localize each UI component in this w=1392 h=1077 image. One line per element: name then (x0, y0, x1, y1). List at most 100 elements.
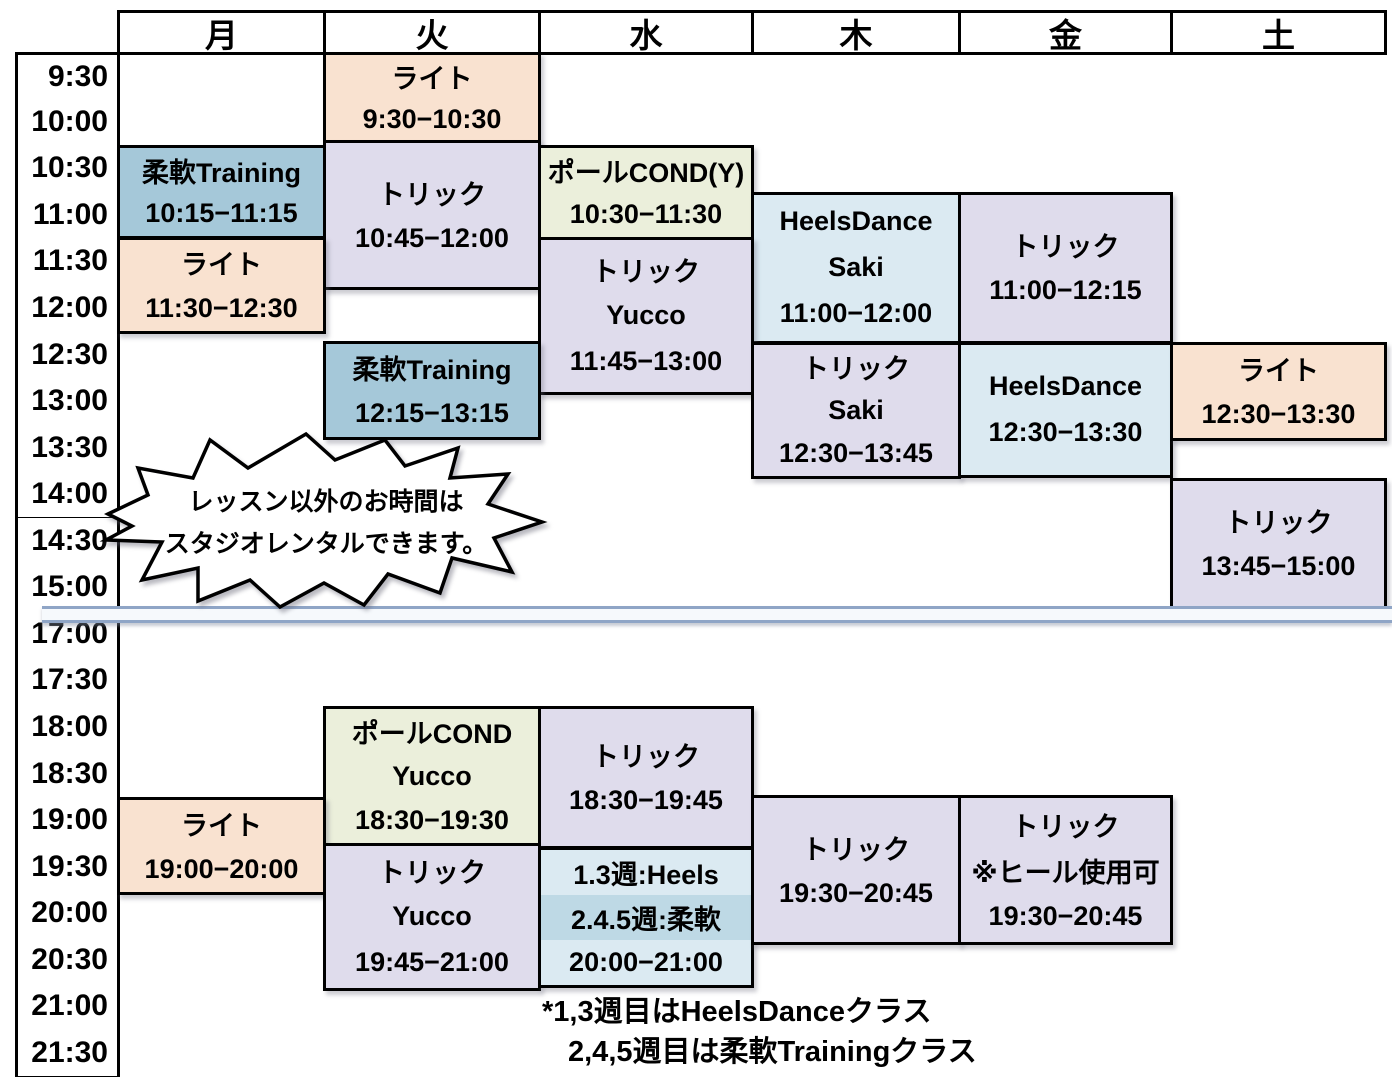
class-block: ライト 12:30−13:30 (1170, 342, 1387, 442)
class-block: ポールCOND(Y) 10:30−11:30 (538, 145, 754, 240)
class-block-line: 12:30−13:45 (779, 438, 933, 469)
weekday-header-cell: 水 (538, 10, 754, 55)
class-block: ライト 9:30−10:30 (323, 52, 541, 144)
class-block: トリック 19:30−20:45 (751, 795, 961, 946)
class-block-line: 18:30−19:30 (355, 805, 509, 836)
weekday-header-cell: 土 (1170, 10, 1387, 55)
time-slot-cell: 20:00 (15, 889, 120, 940)
class-block-line: ライト (181, 250, 262, 281)
class-block-line: トリック (1224, 507, 1333, 538)
class-block: ライト 19:00−20:00 (117, 796, 326, 896)
time-slot-cell: 13:30 (15, 424, 120, 474)
class-block-line: 12:15−13:15 (355, 397, 509, 428)
time-slot-cell: 11:30 (15, 238, 120, 288)
section-divider-bar (42, 606, 1392, 623)
class-block-line: トリック (378, 179, 486, 210)
time-slot-cell: 18:00 (15, 703, 120, 754)
class-block: ポールCOND Yucco 18:30−19:30 (323, 706, 541, 847)
class-block-line: 19:30−20:45 (988, 900, 1143, 931)
class-block-line: 20:00−21:00 (569, 947, 723, 978)
time-slot-cell: 13:00 (15, 377, 120, 428)
class-block-line: 2.4.5週:柔軟 (541, 895, 751, 941)
class-block-line: 19:45−21:00 (355, 947, 509, 978)
class-block: トリック ※ヒール使用可 19:30−20:45 (958, 795, 1173, 946)
class-block-line: トリック (802, 353, 910, 384)
class-block-line: 10:30−11:30 (569, 199, 723, 230)
class-block-line: トリック (1011, 232, 1120, 263)
weekday-header-cell: 木 (751, 10, 961, 55)
class-block-line: 11:00−12:15 (989, 275, 1142, 306)
class-block-line: トリック (592, 257, 700, 288)
class-block-line: トリック (1011, 811, 1120, 842)
class-block: トリック 13:45−15:00 (1170, 477, 1387, 609)
class-block-line: Yucco (606, 300, 686, 331)
class-block: 1.3週:Heels 2.4.5週:柔軟 20:00−21:00 (538, 847, 754, 989)
class-block-line: 19:00−20:00 (144, 853, 299, 884)
class-block: ライト 11:30−12:30 (117, 236, 326, 335)
class-block-line: 19:30−20:45 (779, 877, 933, 908)
class-block-line: 18:30−19:45 (569, 784, 723, 815)
class-block-line: トリック (378, 858, 486, 889)
footnote: *1,3週目はHeelsDanceクラス 2,4,5週目は柔軟Trainingク… (542, 992, 977, 1072)
class-block: トリック Yucco 19:45−21:00 (323, 843, 541, 991)
class-block-line: HeelsDance (779, 206, 933, 237)
footnote-line1: *1,3週目はHeelsDanceクラス (542, 996, 932, 1028)
class-block: トリック 11:00−12:15 (958, 191, 1173, 344)
class-block: トリック Yucco 11:45−13:00 (538, 236, 754, 395)
class-block-line: 12:30−13:30 (988, 417, 1143, 448)
class-block-line: Saki (828, 252, 884, 283)
class-block-line: Yucco (392, 901, 472, 932)
class-block-line: 11:00−12:00 (779, 298, 933, 329)
class-block: トリック 18:30−19:45 (538, 706, 754, 849)
class-block: 柔軟Training 12:15−13:15 (323, 340, 541, 440)
weekday-header-cell: 金 (958, 10, 1173, 55)
time-slot-cell: 15:00 (15, 564, 120, 614)
time-slot-cell: 14:30 (15, 517, 120, 568)
class-block: トリック Saki 12:30−13:45 (751, 341, 961, 479)
rental-note-bubble: レッスン以外のお時間は スタジオレンタルできます。 (99, 431, 548, 610)
class-block-line: 11:30−12:30 (145, 292, 298, 323)
time-slot-cell: 12:00 (15, 284, 120, 335)
class-block-line: ライト (181, 810, 262, 841)
time-slot-cell: 12:30 (15, 331, 120, 381)
time-slot-cell: 17:30 (15, 657, 120, 707)
rental-note-line2: スタジオレンタルできます。 (165, 530, 488, 558)
weekday-header-cell: 火 (323, 10, 541, 55)
rental-note-line1: レッスン以外のお時間は (188, 487, 463, 516)
class-block: HeelsDance 12:30−13:30 (958, 341, 1173, 478)
time-slot-cell: 20:30 (15, 936, 120, 986)
time-slot-cell: 19:00 (15, 796, 120, 847)
time-slot-cell: 9:30 (15, 52, 120, 102)
class-block: 柔軟Training 10:15−11:15 (117, 145, 326, 239)
time-slot-cell: 11:00 (15, 191, 120, 242)
class-block: トリック 10:45−12:00 (323, 140, 541, 291)
class-block-line: 10:45−12:00 (355, 222, 509, 253)
class-block-line: 10:15−11:15 (145, 198, 298, 229)
class-block-line: 9:30−10:30 (362, 103, 502, 134)
time-slot-cell: 19:30 (15, 843, 120, 893)
class-block-line: Yucco (392, 760, 472, 791)
time-slot-cell: 10:30 (15, 145, 120, 195)
class-block-line: 13:45−15:00 (1201, 550, 1356, 581)
class-block-line: ライト (1238, 356, 1319, 387)
class-block-line: ライト (391, 63, 473, 94)
class-block-line: 1.3週:Heels (573, 860, 719, 891)
class-block-line: トリック (802, 834, 910, 865)
time-slot-cell: 21:30 (15, 1029, 120, 1077)
time-slot-cell: 21:00 (15, 983, 120, 1033)
time-slot-cell: 18:30 (15, 750, 120, 800)
class-block-line: トリック (592, 741, 700, 772)
class-block-line: 11:45−13:00 (569, 346, 723, 377)
class-block-line: 柔軟Training (352, 354, 512, 385)
class-block-line: Saki (828, 394, 884, 425)
footnote-line2: 2,4,5週目は柔軟Trainingクラス (568, 1036, 977, 1068)
weekday-header-cell: 月 (117, 10, 326, 55)
class-block-line: ※ヒール使用可 (971, 857, 1160, 888)
class-block-line: ポールCOND(Y) (547, 157, 745, 188)
class-block-line: 柔軟Training (141, 157, 301, 188)
class-block-line: ポールCOND (351, 718, 513, 749)
class-block-line: 12:30−13:30 (1201, 399, 1356, 430)
class-block-line: HeelsDance (988, 371, 1143, 402)
